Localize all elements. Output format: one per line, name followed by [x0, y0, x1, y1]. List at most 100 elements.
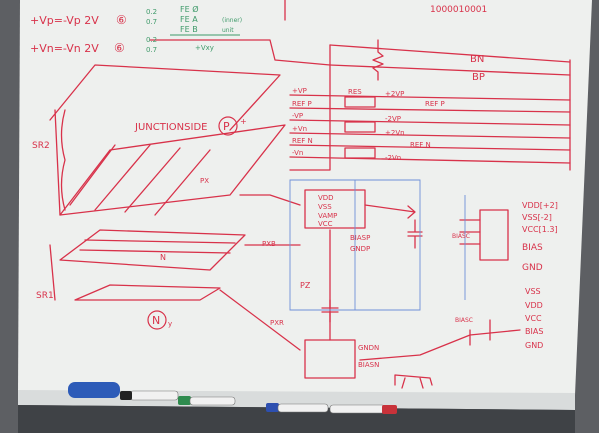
chip-pz: PZ	[300, 281, 311, 290]
right-gnd: GND	[522, 263, 543, 273]
label-pxr: PXR	[270, 319, 284, 327]
label-r4: +2Vn	[385, 129, 405, 137]
label-pxb: PXB	[262, 240, 276, 248]
label-p: P	[223, 120, 230, 133]
note-vn-circle: ⑥	[114, 41, 125, 55]
label-n: N	[152, 314, 160, 327]
marker-blue2-cap	[266, 403, 279, 412]
blue-rect	[289, 179, 421, 311]
marker-green-body	[189, 396, 236, 406]
marker-black-body	[129, 390, 179, 401]
chip-top-arrow	[364, 204, 416, 219]
sensor-layer-4	[154, 149, 211, 216]
label-r2: REF P	[425, 100, 445, 108]
label-bn: BN	[470, 54, 484, 65]
marker-green-cap	[178, 396, 191, 405]
right-vdd: VDD[+2]	[522, 201, 558, 210]
res-box-2	[344, 121, 376, 133]
res-box-3	[344, 147, 376, 159]
label-sr2: SR2	[32, 141, 50, 151]
green-fe-b: FE B	[180, 25, 198, 34]
bus-bn	[329, 44, 571, 63]
markers	[68, 382, 397, 414]
p-circle	[218, 116, 238, 136]
rail-3	[289, 119, 571, 126]
right-biasc2: BIASC	[455, 317, 473, 324]
sensor-layer-3	[124, 147, 181, 213]
sensor-outline	[59, 124, 286, 216]
rail-6	[289, 156, 571, 164]
chip-gnd-p: GNDP	[350, 245, 370, 253]
green-val-4: 0.7	[146, 46, 157, 54]
marker-red-body	[329, 404, 386, 414]
chip-bias-p: BIASP	[350, 234, 370, 242]
label-res: RES	[348, 88, 362, 96]
green-inner: (inner)	[222, 17, 242, 24]
label-minus-vn: -Vn	[292, 149, 303, 157]
rail-2	[289, 107, 571, 113]
tray-shadow	[18, 405, 575, 433]
right-vcc: VCC[1.3]	[522, 225, 558, 234]
sensor-left-bracket	[49, 109, 61, 301]
label-r3: -2VP	[385, 115, 401, 123]
blue-ink-grid	[289, 179, 466, 311]
res-box-1	[344, 96, 376, 108]
chip-vss: VSS	[318, 203, 332, 211]
right-vcc2: VCC	[525, 314, 542, 323]
label-junction: JUNCTIONSIDE	[134, 122, 207, 133]
rail-4	[289, 132, 571, 139]
right-gnd2: GND	[525, 341, 543, 350]
green-unit: unit	[222, 27, 234, 34]
rail-1	[289, 94, 571, 101]
marker-black-cap	[120, 391, 132, 400]
marker-blue2-body	[277, 403, 329, 413]
right-bias: BIAS	[522, 243, 543, 253]
tripod	[394, 374, 433, 389]
chip-vdd: VDD	[318, 194, 334, 202]
label-bp: BP	[472, 72, 485, 83]
label-minus-vp: -VP	[292, 112, 303, 120]
green-val-3: 0.2	[146, 36, 157, 44]
right-bias2: BIAS	[525, 327, 543, 336]
right-vss2: VSS	[525, 287, 541, 296]
right-vdd2: VDD	[525, 301, 543, 310]
label-sr1: SR1	[36, 291, 54, 301]
sensor-layer-2	[94, 144, 151, 211]
cap-2	[321, 299, 339, 323]
label-n-suffix: y	[168, 320, 172, 328]
resistor-top	[372, 39, 384, 81]
label-r5: REF N	[410, 141, 431, 149]
label-r1: +2VP	[385, 90, 404, 98]
sensor-lower-strips	[79, 239, 236, 254]
label-sensor-n: N	[160, 253, 166, 262]
right-biasc: BIASC	[452, 233, 470, 240]
sensor-plate-top	[49, 64, 281, 131]
green-vxy: +Vxy	[195, 44, 214, 52]
label-plus-vn: +Vn	[292, 125, 307, 133]
note-vp-line: +Vp=-Vp 2V	[30, 14, 99, 27]
right-vss: VSS[-2]	[522, 213, 552, 222]
chip-gnd-n: GNDN	[358, 344, 379, 352]
green-fe-a: FE A	[180, 15, 198, 24]
cap-1	[407, 219, 423, 249]
green-val-1: 0.2	[146, 8, 157, 16]
top-right-code: 1000010001	[430, 5, 487, 15]
chip-vamp: VAMP	[318, 212, 337, 220]
label-ref-n: REF N	[292, 137, 313, 145]
rail-5	[289, 144, 571, 151]
label-plus-vp: +VP	[292, 87, 307, 95]
label-plus: +	[240, 117, 247, 126]
whiteboard-text: +Vp=-Vp 2V ⑥ +Vn=-Vn 2V ⑥ 0.2 0.7 0.2 0.…	[30, 4, 558, 369]
green-fe-0: FE Ø	[180, 4, 199, 14]
bottom-right-wiring	[359, 319, 521, 361]
n-circle	[147, 310, 167, 330]
marker-blue	[68, 382, 120, 398]
note-vn-line: +Vn=-Vn 2V	[30, 42, 99, 55]
label-px: PX	[200, 177, 209, 185]
label-r6: -2Vn	[385, 154, 401, 162]
marker-red-cap	[382, 405, 397, 414]
sensor-bottom-plate	[74, 284, 221, 301]
left-curly	[60, 109, 66, 211]
chip-top	[304, 189, 366, 229]
